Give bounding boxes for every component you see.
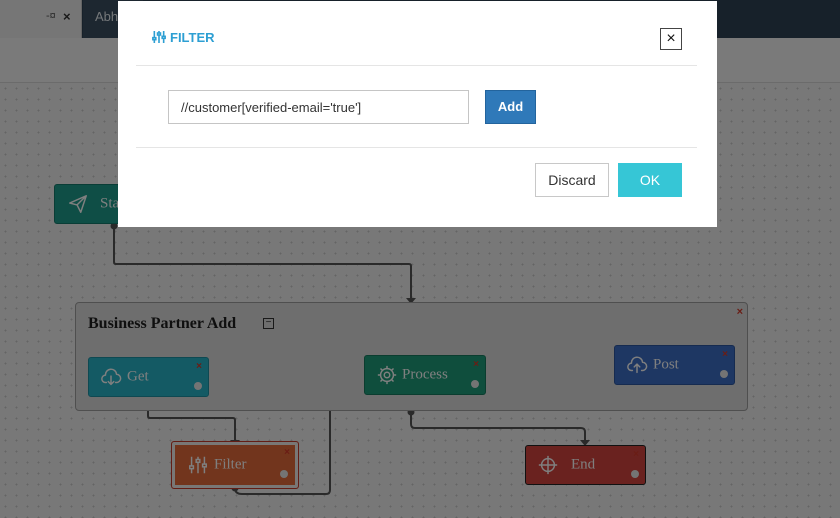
xpath-input[interactable]	[168, 90, 469, 124]
divider	[136, 65, 697, 66]
ok-button[interactable]: OK	[618, 163, 682, 197]
discard-button[interactable]: Discard	[535, 163, 609, 197]
close-icon[interactable]: ×	[660, 28, 682, 50]
filter-dialog: FILTER × Add Discard OK	[118, 1, 717, 227]
dialog-title: FILTER	[151, 29, 215, 45]
sliders-icon	[152, 31, 166, 43]
add-button[interactable]: Add	[485, 90, 536, 124]
dialog-title-text: FILTER	[170, 29, 215, 45]
divider	[136, 147, 697, 148]
